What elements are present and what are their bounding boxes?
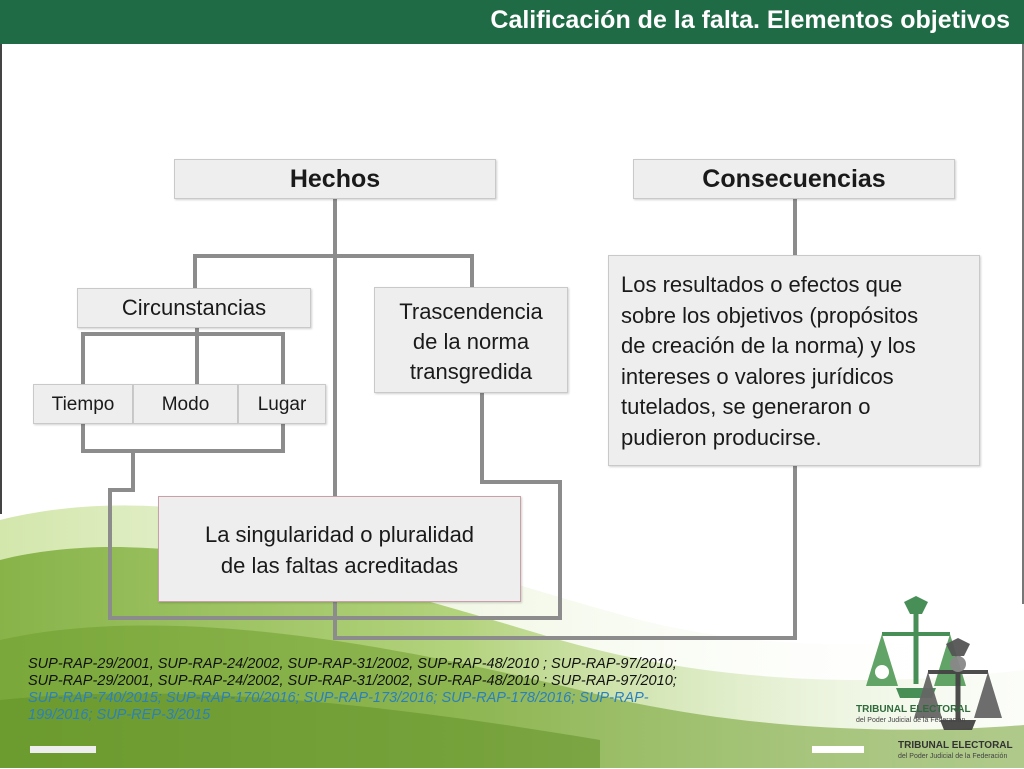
- consecuencias-desc-line-2: sobre los objetivos (propósitos: [621, 302, 919, 328]
- tribunal-logo: TRIBUNAL ELECTORAL del Poder Judicial de…: [852, 594, 1013, 764]
- reference-line-2: SUP-RAP-29/2001, SUP-RAP-24/2002, SUP-RA…: [28, 673, 677, 689]
- right-border-line: [1022, 44, 1024, 604]
- reference-line-4: 199/2016; SUP-REP-3/2015: [28, 707, 211, 723]
- consecuencias-desc-box: Los resultados o efectos que sobre los o…: [608, 255, 980, 466]
- consecuencias-desc-line-1: Los resultados o efectos que: [621, 272, 903, 297]
- consecuencias-desc-line-4: intereses o valores jurídicos: [621, 363, 894, 389]
- reference-line-1: SUP-RAP-29/2001, SUP-RAP-24/2002, SUP-RA…: [28, 656, 677, 672]
- logo-name-2: TRIBUNAL ELECTORAL: [898, 740, 1013, 751]
- footer-bar-left: [30, 746, 96, 753]
- logo-name-1: TRIBUNAL ELECTORAL: [856, 704, 971, 715]
- trascendencia-line-3: transgredida: [409, 359, 533, 384]
- singularidad-line-1: La singularidad o pluralidad: [204, 522, 475, 547]
- slide-title: Calificación de la falta. Elementos obje…: [490, 6, 1010, 34]
- modo-box: Modo: [133, 384, 238, 424]
- hechos-box: Hechos: [174, 159, 496, 199]
- singularidad-line-2: de las faltas acreditadas: [220, 553, 459, 578]
- consecuencias-label: Consecuencias: [702, 165, 886, 193]
- connector-circunstancias-branch: [81, 332, 285, 384]
- consecuencias-desc-line-5: tutelados, se generaron o: [621, 394, 871, 419]
- consecuencias-desc-line-6: pudieron producirse.: [621, 424, 822, 450]
- circunstancias-label: Circunstancias: [121, 295, 267, 320]
- logo-subtitle-1: del Poder Judicial de la Federación: [856, 717, 966, 724]
- lugar-box: Lugar: [238, 384, 326, 424]
- tiempo-label: Tiempo: [51, 394, 115, 415]
- connector-hechos-branch: [193, 254, 474, 288]
- trascendencia-box: Trascendencia de la norma transgredida: [374, 287, 568, 393]
- consecuencias-box: Consecuencias: [633, 159, 955, 199]
- connector-tml-bottom: [81, 424, 285, 453]
- left-border-line: [0, 44, 2, 514]
- scales-of-justice-icon: [866, 596, 1002, 730]
- lugar-label: Lugar: [257, 394, 307, 415]
- hechos-label: Hechos: [289, 165, 381, 193]
- trascendencia-line-2: de la norma: [412, 329, 530, 354]
- title-bar: Calificación de la falta. Elementos obje…: [0, 0, 1024, 44]
- consecuencias-desc-line-3: de creación de la norma) y los: [621, 333, 916, 358]
- footer-bar-right: [812, 746, 864, 753]
- circunstancias-box: Circunstancias: [77, 288, 311, 328]
- tiempo-box: Tiempo: [33, 384, 133, 424]
- trascendencia-line-1: Trascendencia: [399, 299, 543, 324]
- singularidad-box: La singularidad o pluralidad de las falt…: [158, 496, 521, 602]
- logo-subtitle-2: del Poder Judicial de la Federación: [898, 753, 1008, 760]
- connector-outer-loop: [108, 392, 562, 620]
- case-references: SUP-RAP-29/2001, SUP-RAP-24/2002, SUP-RA…: [28, 656, 808, 724]
- connector-hechos-trunk: [333, 198, 797, 640]
- reference-line-3: SUP-RAP-740/2015; SUP-RAP-170/2016; SUP-…: [28, 690, 649, 706]
- modo-label: Modo: [161, 394, 210, 415]
